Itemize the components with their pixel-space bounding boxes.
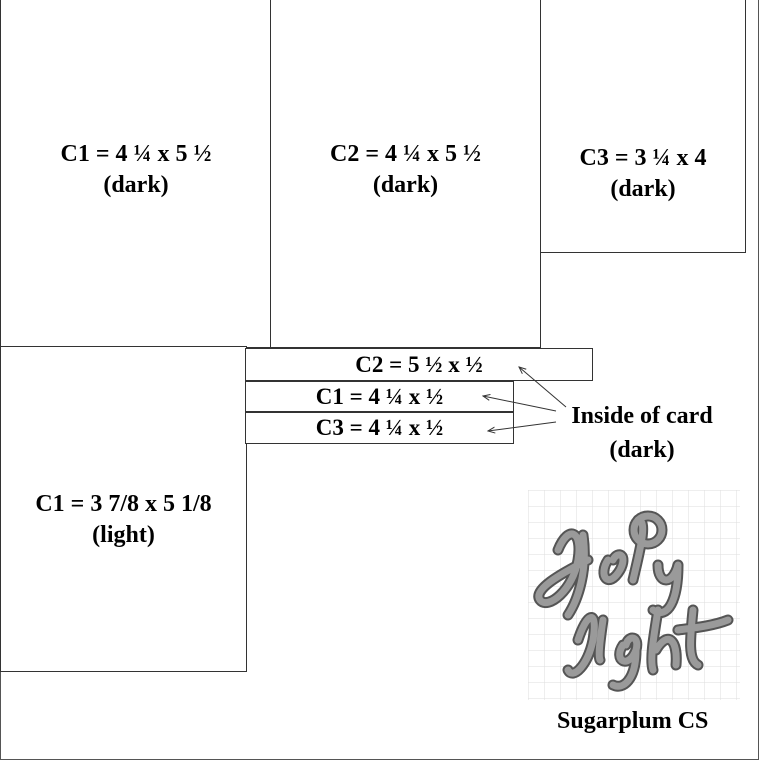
callout-inside-of-card: Inside of card (dark) — [556, 400, 728, 467]
panel-c2-dark: C2 = 4 ¼ x 5 ½ (dark) — [270, 0, 541, 348]
strip-c3-label: C3 = 4 ¼ x ½ — [315, 415, 444, 440]
callout-note: (dark) — [609, 436, 675, 463]
panel-c1-dark-size: C1 = 4 ¼ x 5 ½ — [60, 141, 212, 167]
panel-c2-dark-size: C2 = 4 ¼ x 5 ½ — [329, 141, 481, 167]
arrow-to-strip-c1 — [483, 396, 557, 412]
arrow-to-strip-c2 — [519, 367, 567, 408]
strip-c2-label: C2 = 5 ½ x ½ — [355, 351, 483, 377]
cardstock-label-text: Sugarplum CS — [557, 708, 709, 734]
panel-c2-dark-note: (dark) — [372, 172, 439, 199]
panel-c3-dark: C3 = 3 ¼ x 4 (dark) — [540, 0, 746, 253]
panel-c3-dark-note: (dark) — [610, 176, 676, 203]
strip-c3: C3 = 4 ¼ x ½ — [245, 412, 514, 444]
panel-c1-dark-note: (dark) — [103, 172, 169, 199]
holy-night-die-image — [528, 490, 740, 700]
strip-c1: C1 = 4 ¼ x ½ — [245, 381, 514, 412]
strip-c1-label: C1 = 4 ¼ x ½ — [315, 383, 444, 409]
strip-c2: C2 = 5 ½ x ½ — [245, 348, 593, 381]
panel-c1-light-note: (light) — [92, 522, 155, 549]
panel-c1-light: C1 = 3 7/8 x 5 1/8 (light) — [0, 346, 247, 672]
panel-c1-light-size: C1 = 3 7/8 x 5 1/8 — [35, 491, 212, 517]
cardstock-label: Sugarplum CS — [557, 708, 708, 735]
callout-title: Inside of card — [571, 403, 713, 429]
panel-c3-dark-size: C3 = 3 ¼ x 4 — [579, 145, 707, 171]
arrow-to-strip-c3 — [488, 421, 557, 431]
panel-c1-dark: C1 = 4 ¼ x 5 ½ (dark) — [0, 0, 272, 348]
